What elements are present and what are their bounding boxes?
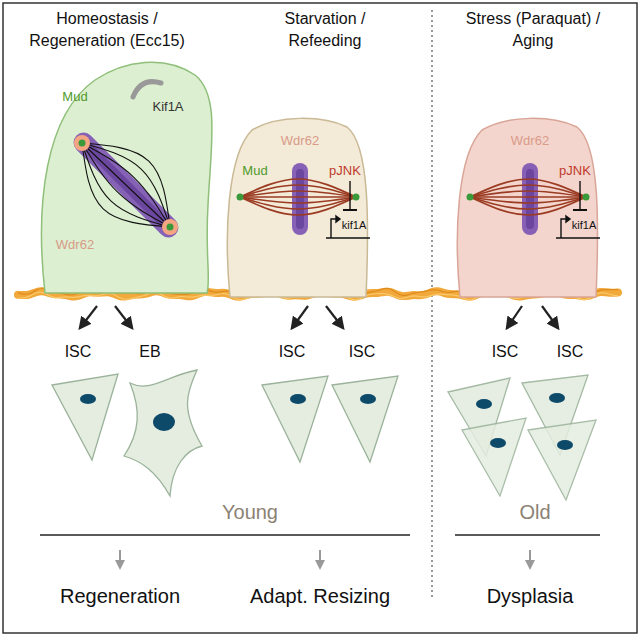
- cell: Wdr62Mud pJNK kif1A: [222, 115, 372, 300]
- frame: [3, 3, 637, 633]
- cell-type: ISC: [492, 341, 519, 363]
- cell: MudKif1A Wdr62: [35, 55, 215, 300]
- cell-drawing: [35, 55, 215, 300]
- cell-type: ISC: [557, 341, 584, 363]
- column-header: Starvation / Refeeding: [265, 8, 385, 51]
- outcome-label: Regeneration: [60, 583, 180, 610]
- protein-label: Mud: [242, 164, 267, 179]
- rule-lines: [40, 534, 600, 535]
- divider: [431, 10, 432, 600]
- protein-label: Kif1A: [152, 100, 183, 115]
- outcome-arrows: [120, 550, 530, 568]
- cell-outline: [42, 62, 213, 293]
- gene-symbol: [556, 181, 600, 238]
- protein-label: pJNK: [559, 164, 591, 179]
- age-label: Young: [222, 499, 278, 526]
- cell-outline: [457, 118, 597, 297]
- cell-type: EB: [139, 341, 160, 363]
- column-header: Homeostasis / Regeneration (Ecc15): [17, 8, 197, 51]
- cell-type: ISC: [349, 341, 376, 363]
- protein-label: pJNK: [329, 164, 361, 179]
- cell-outline: [227, 118, 367, 297]
- outcome-label: Dysplasia: [487, 583, 574, 610]
- protein-label: Wdr62: [281, 134, 319, 149]
- daughter-cells: [52, 370, 596, 500]
- cell-type: ISC: [279, 341, 306, 363]
- cell: Wdr62 pJNK kif1A: [452, 115, 604, 300]
- gene-symbol: [326, 181, 370, 238]
- protein-label: kif1A: [342, 219, 366, 232]
- protein-label: Wdr62: [56, 238, 94, 253]
- protein-label: kif1A: [572, 219, 596, 232]
- protein-label: Wdr62: [511, 134, 549, 149]
- cell-type: ISC: [65, 341, 92, 363]
- age-label: Old: [519, 499, 550, 526]
- outcome-label: Adapt. Resizing: [250, 583, 390, 610]
- spindle: [69, 82, 182, 242]
- division-arrows: [80, 306, 558, 328]
- column-header: Stress (Paraquat) / Aging: [453, 8, 613, 51]
- protein-label: Mud: [62, 90, 87, 105]
